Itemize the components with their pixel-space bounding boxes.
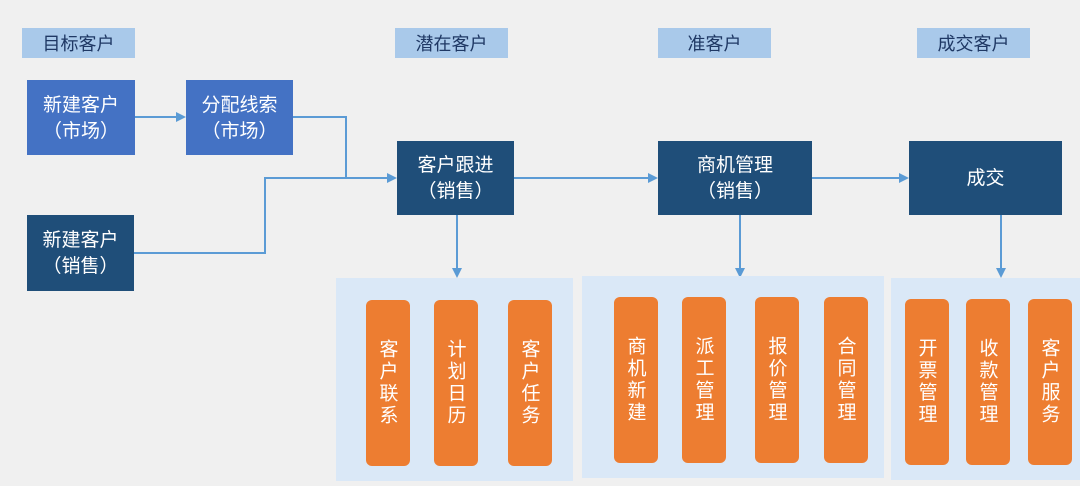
task-new-opportunity: 商机新建 bbox=[614, 297, 658, 463]
node-sublabel: （销售） bbox=[417, 180, 494, 202]
task-label: 合同管理 bbox=[834, 336, 857, 424]
task-contract-management: 合同管理 bbox=[824, 297, 868, 463]
task-label: 派工管理 bbox=[692, 336, 715, 424]
stage-header-target: 目标客户 bbox=[22, 28, 135, 58]
node-label: 分配线索 bbox=[201, 93, 278, 116]
node-customer-follow-up: 客户跟进 （销售） bbox=[397, 141, 514, 215]
stage-header-closed: 成交客户 bbox=[917, 28, 1030, 58]
node-new-customer-market: 新建客户 （市场） bbox=[27, 80, 135, 155]
node-assign-leads: 分配线索 （市场） bbox=[186, 80, 293, 155]
node-sublabel: （市场） bbox=[42, 119, 119, 142]
task-label: 收款管理 bbox=[976, 338, 999, 426]
task-dispatch-management: 派工管理 bbox=[682, 297, 726, 463]
node-label: 新建客户 bbox=[42, 93, 119, 116]
node-label: 商机管理 bbox=[696, 154, 773, 176]
task-plan-calendar: 计划日历 bbox=[434, 300, 478, 466]
stage-header-potential: 潜在客户 bbox=[395, 28, 508, 58]
task-label: 客户任务 bbox=[518, 339, 541, 427]
stage-header-prospective: 准客户 bbox=[658, 28, 771, 58]
task-quote-management: 报价管理 bbox=[755, 297, 799, 463]
task-label: 客户服务 bbox=[1038, 338, 1061, 426]
node-sublabel: （销售） bbox=[696, 180, 773, 202]
node-sublabel: （销售） bbox=[42, 255, 119, 277]
task-label: 计划日历 bbox=[444, 339, 467, 427]
task-payment-management: 收款管理 bbox=[966, 299, 1010, 465]
node-sublabel: （市场） bbox=[201, 119, 278, 142]
task-invoice-management: 开票管理 bbox=[905, 299, 949, 465]
node-label: 成交 bbox=[966, 167, 1005, 189]
arrow-assign-to-follow bbox=[293, 116, 397, 183]
node-deal: 成交 bbox=[909, 141, 1062, 215]
task-customer-contact: 客户联系 bbox=[366, 300, 410, 466]
node-opportunity-management: 商机管理 （销售） bbox=[658, 141, 812, 215]
task-label: 客户联系 bbox=[376, 339, 399, 427]
node-label: 新建客户 bbox=[42, 229, 119, 251]
task-customer-service: 客户服务 bbox=[1028, 299, 1072, 465]
task-label: 开票管理 bbox=[915, 338, 938, 426]
task-label: 报价管理 bbox=[765, 336, 788, 424]
node-label: 客户跟进 bbox=[417, 154, 494, 176]
arrow-sales-to-follow bbox=[134, 177, 346, 254]
task-customer-tasks: 客户任务 bbox=[508, 300, 552, 466]
task-label: 商机新建 bbox=[624, 336, 647, 424]
node-new-customer-sales: 新建客户 （销售） bbox=[27, 215, 134, 291]
